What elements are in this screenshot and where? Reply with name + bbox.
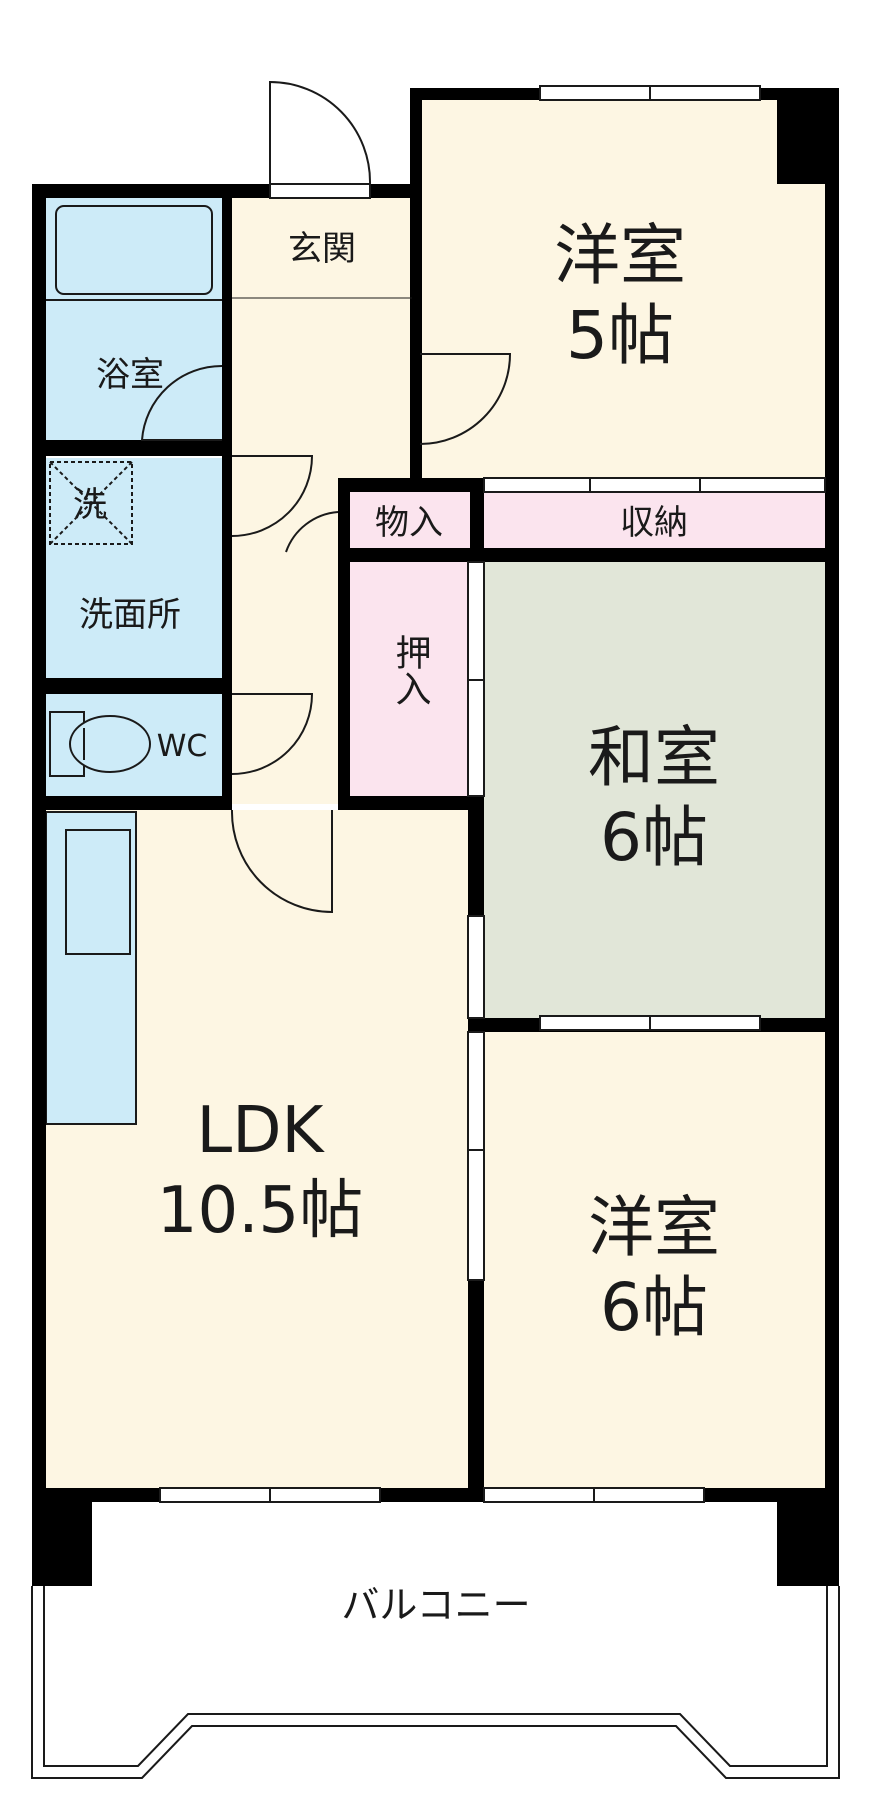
genkan-door-gap — [269, 183, 371, 199]
washer-pan — [49, 461, 133, 545]
storage-label: 収納 — [620, 503, 688, 543]
swing-doors — [140, 80, 512, 914]
western-room-6-size: 6帖 — [600, 1269, 708, 1346]
wall-left — [32, 184, 46, 1502]
room-fills — [45, 100, 825, 1488]
fixtures — [46, 205, 412, 777]
balcony-label: バルコニー — [341, 1583, 530, 1627]
oshiire-floor — [350, 562, 468, 796]
wall-closet-left — [338, 478, 350, 810]
western-room-6-floor — [484, 1032, 825, 1488]
wall-wc-bottom — [32, 796, 232, 810]
kitchen-sink — [65, 829, 131, 955]
storage-door — [483, 477, 826, 493]
western-room-6-name: 洋室 — [588, 1189, 720, 1266]
western-room-5-floor — [420, 100, 825, 480]
washer-label: 洗 — [73, 485, 107, 525]
western-room-5-size: 5帖 — [566, 297, 674, 374]
ldk-size: 10.5帖 — [157, 1174, 364, 1248]
closet-small-label: 物入 — [375, 503, 443, 543]
wc-label: WC — [157, 729, 208, 764]
genkan-floor — [232, 198, 412, 298]
wall-bottom — [32, 1488, 839, 1502]
hallway-upper-floor — [338, 298, 412, 478]
japanese-room-floor — [484, 562, 825, 1018]
balcony — [31, 1586, 840, 1779]
wall-closet-bottom — [338, 548, 839, 562]
genkan-label: 玄関 — [288, 229, 356, 269]
toilet-icon — [49, 711, 85, 777]
wall-western-left — [410, 88, 422, 484]
bath-label: 浴室 — [96, 355, 164, 395]
hallway-floor — [232, 298, 338, 804]
wall-bath-bottom — [46, 440, 222, 456]
washroom-floor — [46, 458, 222, 678]
western-room-5-name: 洋室 — [554, 217, 686, 294]
jp-sliding-door — [467, 915, 485, 1019]
column-top-right — [777, 88, 839, 184]
japanese-room-size: 6帖 — [600, 799, 708, 876]
closet-door — [285, 511, 339, 553]
storage-floor — [484, 492, 825, 548]
ldk-door — [230, 809, 333, 914]
closet-small-floor — [348, 492, 470, 548]
wall-closet-mid — [470, 478, 484, 562]
ldk-name: LDK — [197, 1094, 326, 1168]
wc-door — [231, 693, 314, 775]
bath-door — [140, 364, 223, 441]
western5-door — [419, 353, 512, 445]
wall-jp-left-b — [468, 1280, 484, 1502]
washroom-label: 洗面所 — [79, 595, 181, 635]
labels: 玄関 洋室 5帖 浴室 洗 洗面所 WC 物入 収納 押入 和室 6帖 LDK … — [73, 217, 720, 1627]
wall-jp-left-a — [468, 796, 484, 916]
wall-wash-bottom — [46, 678, 222, 694]
wall-right — [825, 88, 839, 1502]
washroom-door — [231, 455, 314, 537]
column-bottom-right — [777, 1488, 839, 1586]
wall-wet-right — [222, 198, 232, 810]
w6-sliding-door — [467, 1031, 485, 1281]
openings — [159, 85, 826, 1503]
column-bottom-left — [32, 1488, 92, 1586]
oshiire-label: 押入 — [390, 634, 431, 706]
wall-oshiire-bottom — [338, 796, 484, 810]
japanese-room-name: 和室 — [588, 719, 720, 796]
bathtub — [55, 205, 213, 295]
entrance-door — [269, 80, 372, 185]
